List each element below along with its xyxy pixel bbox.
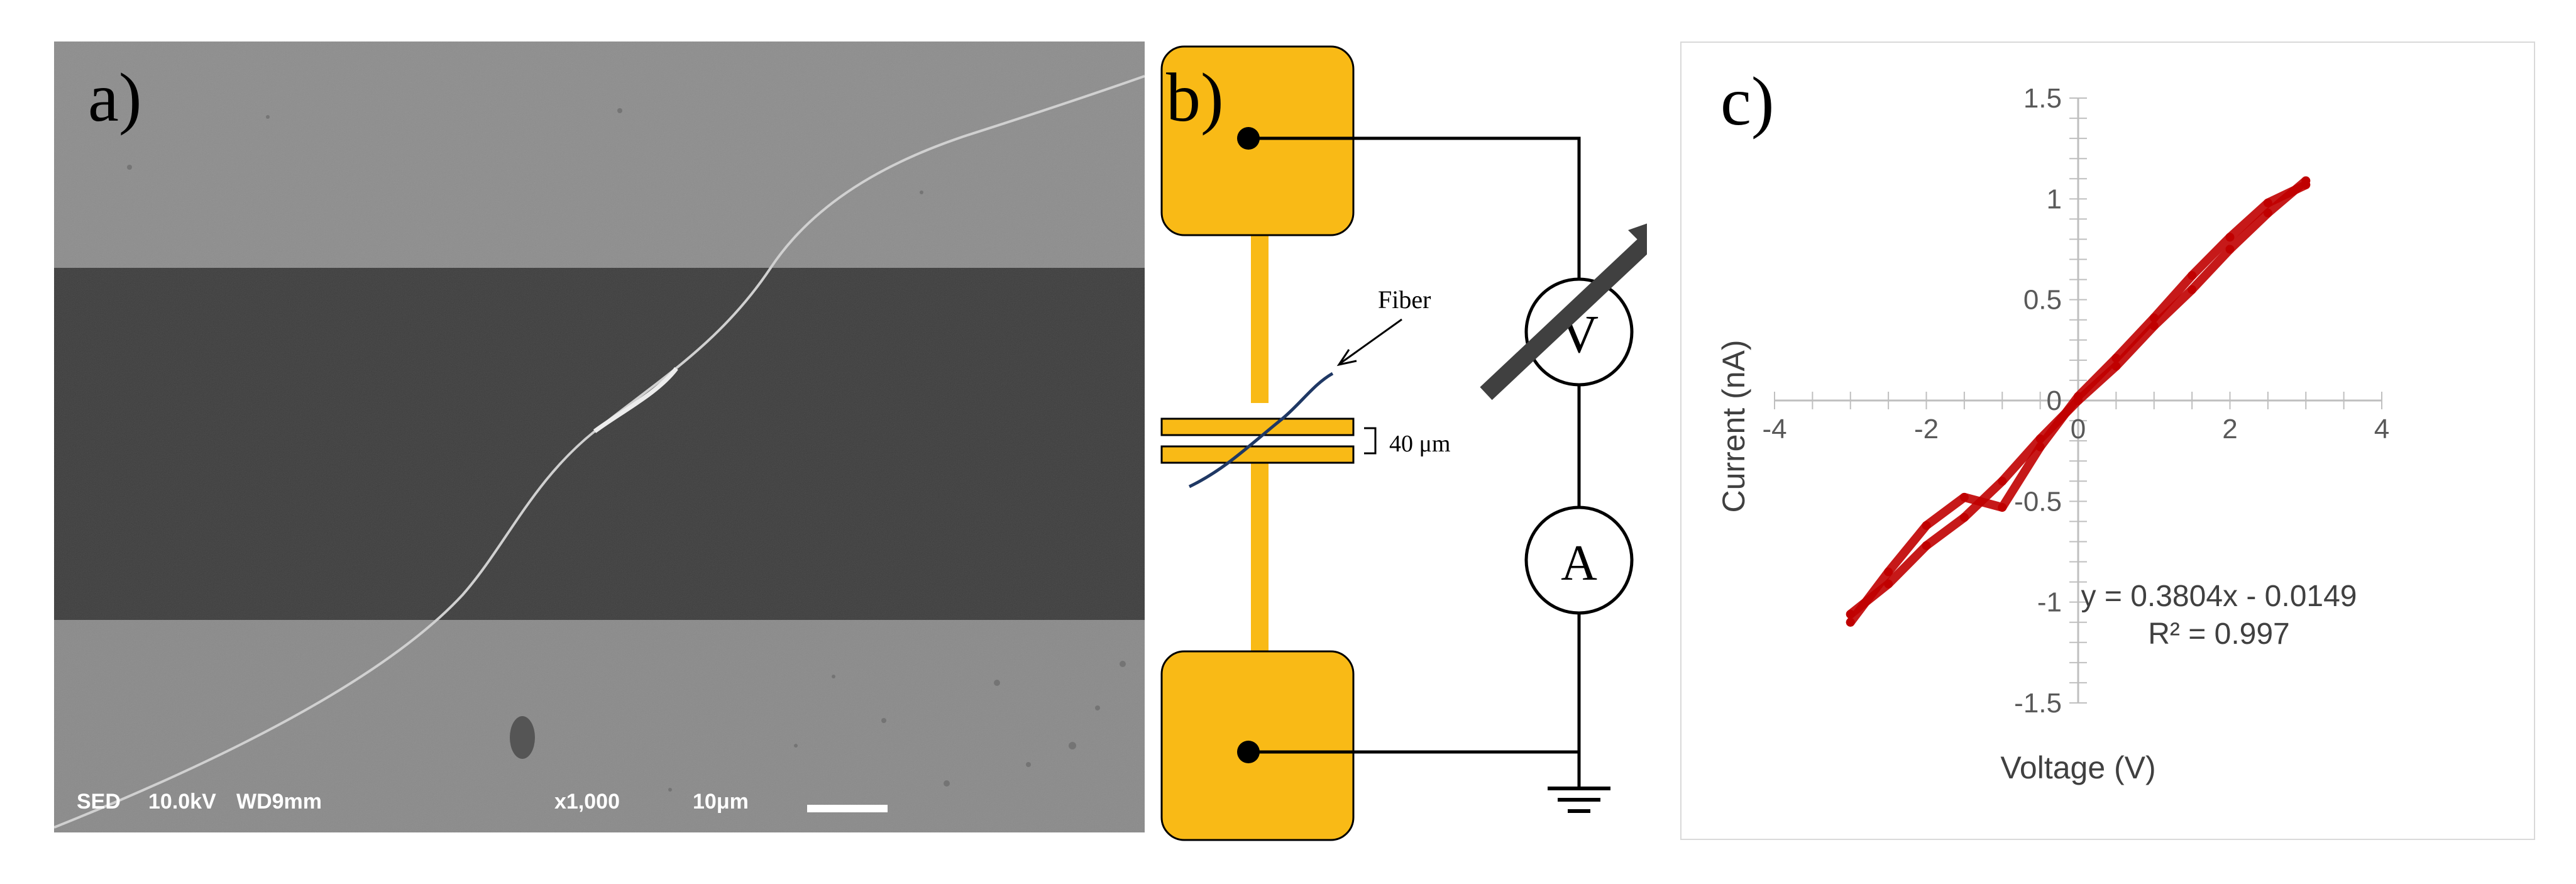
panel-b-letter: b) [1166, 59, 1224, 136]
sem-scale-text: 10μm [693, 790, 749, 814]
x-axis-title: Voltage (V) [2000, 750, 2155, 785]
panel-c-letter: c) [1720, 63, 1774, 140]
x-tick-label: 2 [2222, 414, 2237, 445]
x-tick-label: -2 [1914, 414, 1939, 445]
iv-data-point [2225, 245, 2235, 254]
sem-voltage: 10.0kV [148, 790, 216, 814]
iv-data-point [2225, 233, 2235, 242]
gap-bracket [1364, 427, 1377, 455]
iv-data-point [2074, 392, 2083, 401]
debris-spot [510, 716, 535, 759]
y-tick-label: 0.5 [2023, 285, 2062, 316]
iv-data-point [1922, 541, 1931, 550]
electrode-bar-top [1160, 417, 1355, 436]
iv-data-point [1998, 502, 2007, 512]
circuit-diagram: Fiber 40 μm V A [1150, 41, 1678, 846]
iv-data-point [2301, 180, 2311, 189]
iv-data-point [2188, 285, 2197, 294]
sem-image: SED 10.0kV WD9mm x1,000 10μm [54, 41, 1145, 832]
ammeter-symbol: A [1561, 536, 1597, 591]
electrode-strip-bottom [1251, 463, 1269, 651]
iv-data-point [1959, 492, 1969, 502]
iv-data-point [2035, 442, 2045, 451]
gap-label: 40 μm [1389, 431, 1450, 457]
sem-info-bar: SED 10.0kV WD9mm x1,000 10μm [54, 790, 1145, 821]
x-tick-label: 4 [2374, 414, 2389, 445]
panel-a-letter: a) [88, 59, 142, 136]
iv-data-point [2188, 271, 2197, 280]
sem-detector: SED [77, 790, 121, 814]
y-tick-label: -0.5 [2014, 486, 2062, 517]
iv-data-point [1884, 567, 1893, 577]
iv-data-point [1922, 521, 1931, 530]
iv-data-point [2263, 198, 2272, 207]
iv-data-point [1998, 477, 2007, 486]
iv-chart-svg: c) -4 -2 0 2 4 1.5 1 0.5 0 -0.5 -1 -1.5 Voltage (V)… [1716, 63, 2389, 785]
sem-micrograph [54, 41, 1145, 832]
scale-bar [807, 805, 888, 812]
y-tick-label: 0 [2047, 385, 2062, 416]
variable-arrow [1480, 229, 1660, 401]
sem-working-distance: WD9mm [236, 790, 322, 814]
voltmeter [1524, 277, 1634, 387]
iv-data-point [1846, 617, 1855, 627]
sem-magnification: x1,000 [554, 790, 620, 814]
fiber-line [1188, 372, 1334, 489]
fiber-label: Fiber [1378, 285, 1431, 314]
trendline-equation: y = 0.3804x - 0.0149 [2081, 580, 2357, 613]
electrode-strip-top [1251, 230, 1269, 403]
x-tick-label: -4 [1762, 414, 1786, 445]
iv-chart: c) -4 -2 0 2 4 1.5 1 0.5 0 -0.5 -1 -1.5 Voltage (V)… [1680, 41, 2535, 840]
y-tick-label: 1.5 [2023, 83, 2062, 114]
y-tick-label: 1 [2047, 184, 2062, 214]
y-tick-label: -1 [2037, 587, 2062, 618]
ground-icon [1548, 787, 1610, 813]
ammeter [1524, 506, 1634, 615]
fiber-in-image [54, 75, 1145, 829]
y-tick-label: -1.5 [2014, 688, 2062, 719]
iv-data-point [2149, 313, 2159, 323]
fiber-pointer [1340, 318, 1402, 365]
electrode-bar-bottom [1160, 445, 1355, 464]
y-axis-title: Current (nA) [1716, 340, 1751, 512]
iv-data-point [1959, 512, 1969, 522]
iv-data-point [2111, 353, 2121, 363]
x-tick-label: 0 [2071, 414, 2086, 445]
r-squared: R² = 0.997 [2148, 617, 2289, 651]
circuit-svg: Fiber 40 μm V A [1160, 45, 1678, 841]
wire-top [1248, 136, 1581, 279]
